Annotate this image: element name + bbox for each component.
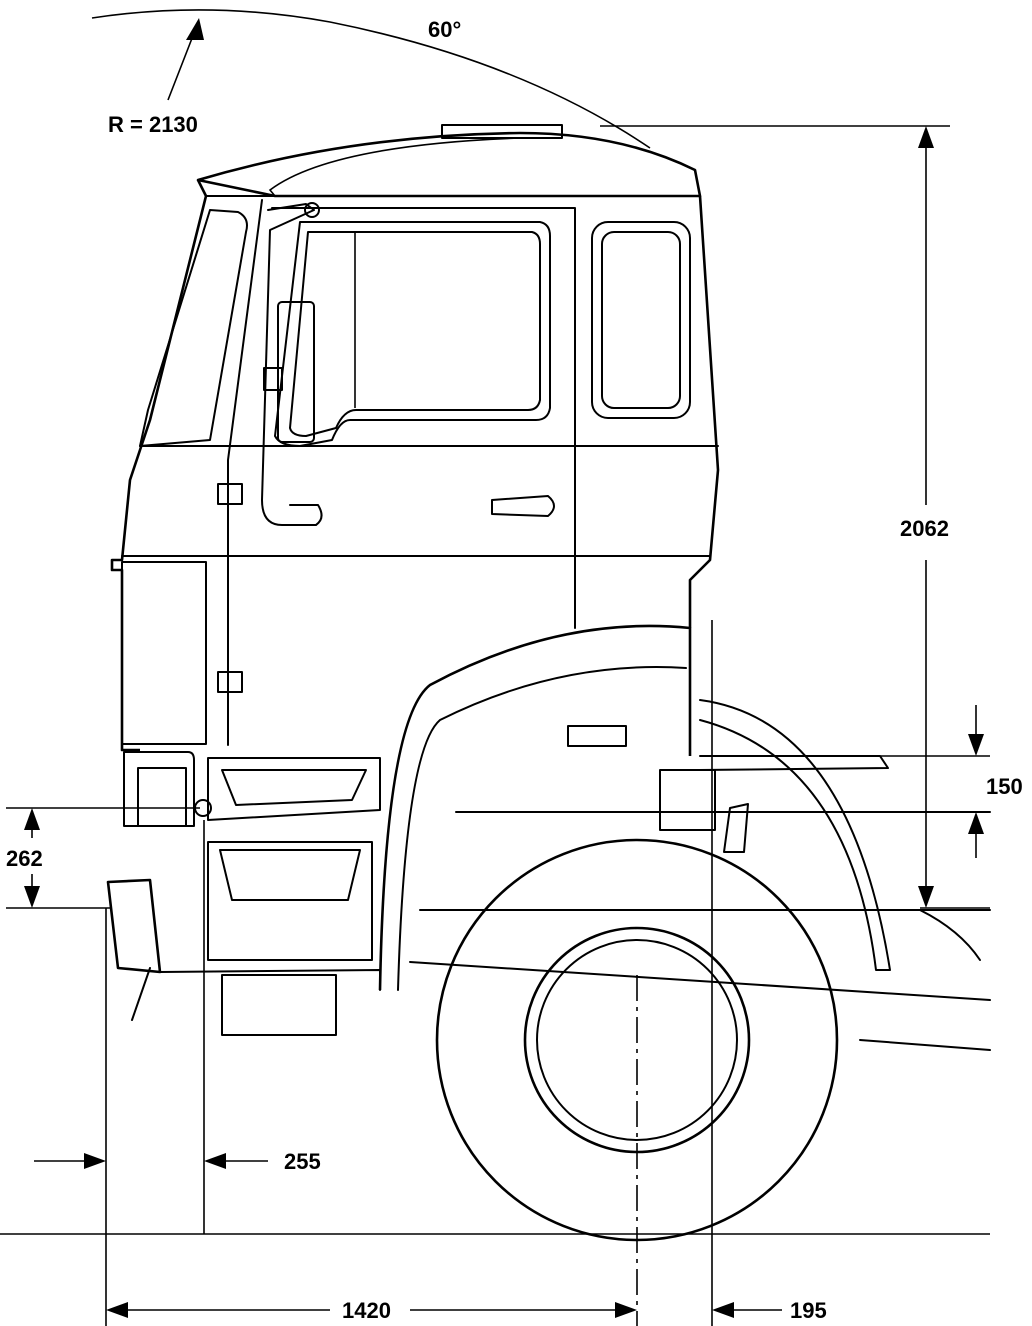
- windscreen-edge: [139, 209, 248, 447]
- axle-to-cab-rear-label: 195: [790, 1298, 827, 1323]
- dimension-axle-to-cab-rear: 195: [712, 1298, 827, 1323]
- dimension-front-overhang: 255: [34, 1149, 321, 1174]
- fender-side-marker: [567, 725, 627, 747]
- roof-swing-arc: [91, 9, 651, 149]
- mirror-bracket: [263, 367, 283, 391]
- cab-rear-edge: [688, 195, 720, 628]
- side-mirror: [277, 301, 315, 443]
- dimension-cab-to-axle: 1420: [106, 1298, 637, 1323]
- chassis-step-label: 150: [986, 774, 1023, 799]
- cab-roof: [196, 131, 702, 198]
- spring-hanger: [659, 769, 716, 831]
- chassis: [409, 755, 991, 1051]
- roof-radius-label: R = 2130: [108, 112, 198, 137]
- dimension-chassis-step: 150: [968, 705, 1023, 858]
- fender-inner-edge: [397, 666, 687, 991]
- front-wheel: [435, 838, 839, 1326]
- roof-angle-label: 60°: [428, 17, 461, 42]
- radius-pointer-arrowhead: [186, 18, 204, 40]
- roof-hatch: [441, 124, 563, 139]
- door-window-glass: [289, 231, 541, 437]
- front-overhang-label: 255: [284, 1149, 321, 1174]
- dimension-cab-height: 2062: [900, 126, 949, 908]
- a-pillar: [227, 199, 263, 746]
- shock-absorber: [723, 803, 749, 853]
- mud-flap: [131, 967, 151, 1021]
- leaf-spring: [409, 961, 991, 1001]
- exhaust-pipe: [919, 909, 981, 961]
- door-outline: [271, 207, 576, 629]
- rear-side-window-glass: [601, 231, 681, 409]
- dimension-bumper-height: 262: [6, 808, 43, 908]
- rear-mudguard: [699, 699, 891, 971]
- door-handle: [491, 495, 555, 517]
- bumper-lower-edge: [159, 969, 381, 991]
- step-upper-outline: [207, 757, 381, 821]
- bumper-corner: [106, 878, 162, 974]
- cab-body: [106, 124, 891, 1036]
- rear-side-window-frame: [591, 221, 691, 419]
- reference-lines: [0, 125, 990, 1326]
- headlamp: [137, 767, 187, 827]
- marker-lamp: [304, 202, 320, 218]
- driveshaft: [859, 1039, 991, 1051]
- step-upper-inner: [221, 769, 367, 806]
- bottom-step: [221, 974, 337, 1036]
- step-lower-outline: [207, 841, 373, 961]
- front-fender: [378, 624, 692, 991]
- cab-to-axle-label: 1420: [342, 1298, 391, 1323]
- bumper-height-label: 262: [6, 846, 43, 871]
- door-hinge-lower: [217, 671, 243, 693]
- grille-panel: [121, 561, 207, 745]
- cab-height-label: 2062: [900, 516, 949, 541]
- headlamp-housing: [123, 751, 195, 827]
- rear-crossmember: [699, 755, 889, 771]
- step-lower-inner: [219, 849, 361, 901]
- roof-crease: [268, 137, 521, 197]
- rim-inner: [536, 939, 738, 1141]
- roof-radius-annotation: 60° R = 2130: [91, 9, 651, 149]
- door-hinge-upper: [217, 483, 243, 505]
- mirror-arm: [261, 203, 323, 526]
- door-window-frame: [274, 221, 551, 447]
